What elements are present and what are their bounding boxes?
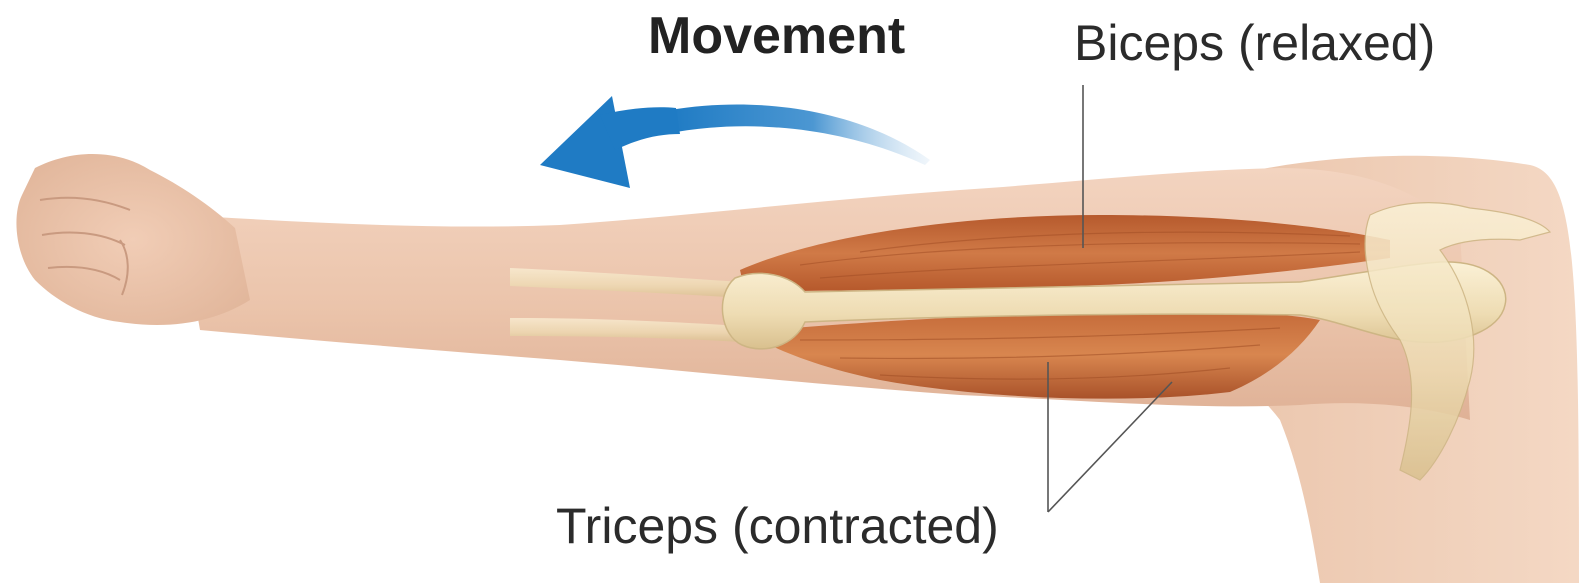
- triceps-label: Triceps (contracted): [556, 501, 999, 551]
- movement-label: Movement: [648, 10, 905, 62]
- curved-arrow-left-icon: [670, 104, 930, 165]
- biceps-label: Biceps (relaxed): [1074, 18, 1435, 68]
- fist: [16, 154, 250, 325]
